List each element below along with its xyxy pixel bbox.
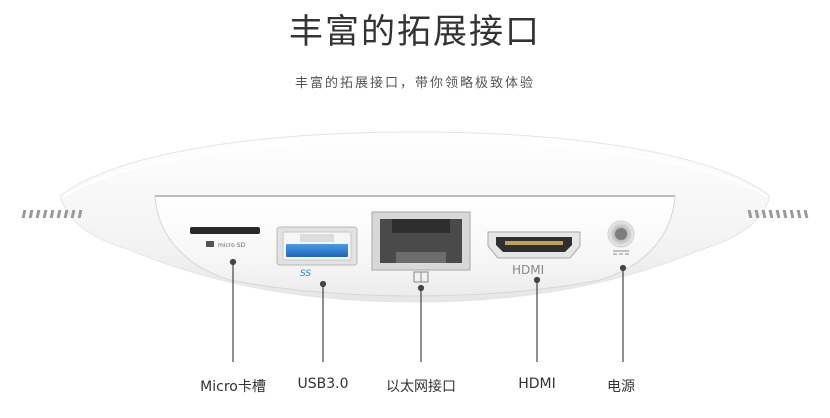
power-jack-icon: [607, 220, 635, 255]
ethernet-port-icon: [371, 211, 471, 283]
micro-sd-print: micro SD: [218, 242, 246, 249]
port-label-usb: USB3.0: [297, 376, 349, 392]
vent-right: [747, 210, 809, 218]
leader-lines: [229, 258, 627, 362]
port-label-hdmi: HDMI: [518, 376, 556, 392]
port-label-ethernet: 以太网接口: [386, 379, 456, 395]
page-subtitle: 丰富的拓展接口，带你领略极致体验: [294, 76, 535, 91]
usb-port-icon: [276, 226, 358, 266]
micro-sd-slot-icon: [190, 227, 260, 247]
port-label-power: 电源: [607, 379, 635, 395]
port-label-micro-sd: Micro卡槽: [200, 379, 266, 395]
page-title: 丰富的拓展接口: [289, 12, 541, 52]
usb-ss-print: SS: [300, 269, 311, 279]
hdmi-port-icon: [487, 231, 581, 259]
vent-left: [21, 210, 83, 218]
hdmi-print: HDMI: [512, 263, 544, 277]
